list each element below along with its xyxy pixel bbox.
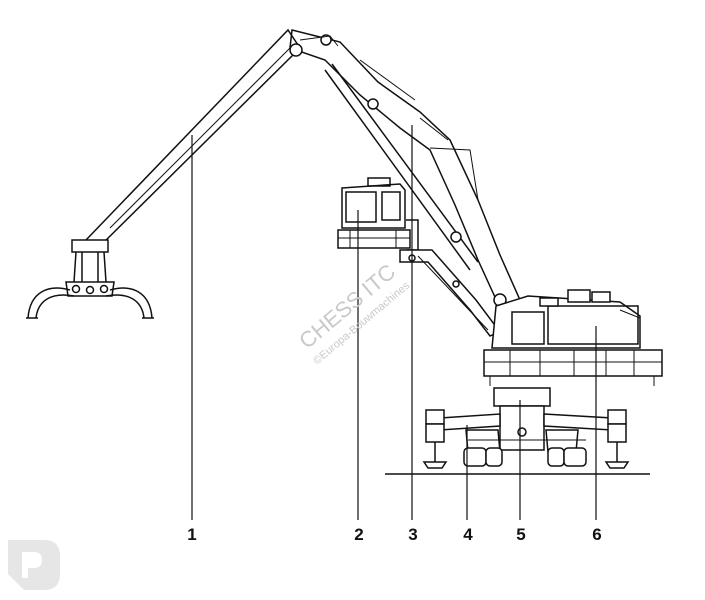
callout-number-5: 5 [516,525,525,544]
leader-lines [191,125,597,520]
cab [337,177,502,337]
central-column [493,387,551,451]
slewing-platform [483,349,663,386]
callout-number-3: 3 [408,525,417,544]
grapple [26,239,154,319]
undercarriage [422,409,630,469]
upper-carriage [491,289,641,349]
stick-arm [84,28,339,247]
callout-number-6: 6 [592,525,601,544]
corner-logo-icon [8,540,60,590]
callout-number-2: 2 [354,525,363,544]
callout-number-4: 4 [463,525,473,544]
callout-number-1: 1 [187,525,196,544]
watermark: CHESS ITC ©Europa-Bouwmachines [294,259,412,367]
boom [289,29,522,309]
